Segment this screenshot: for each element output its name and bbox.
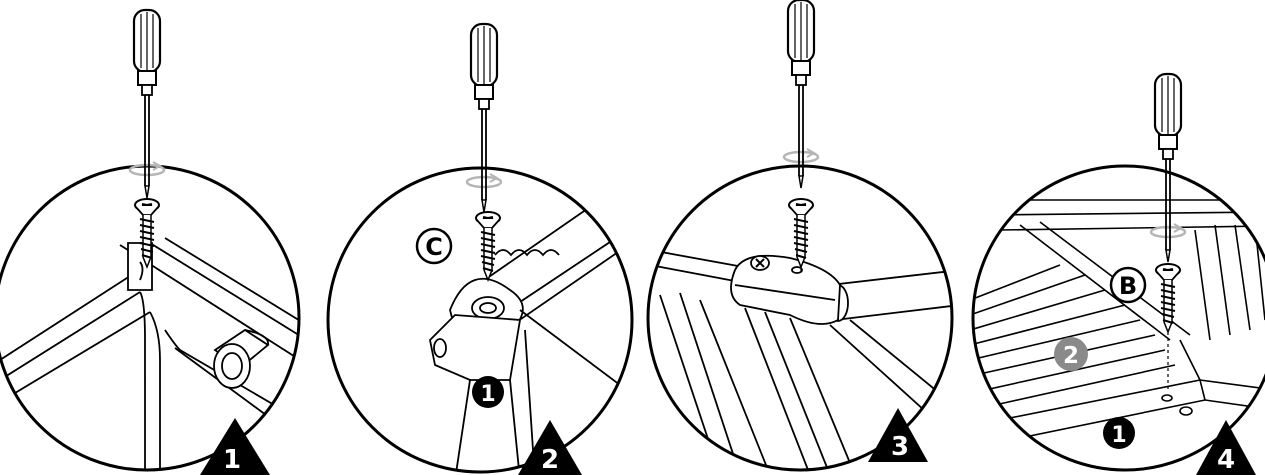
svg-text:1: 1 [1111, 423, 1126, 448]
hinge-bracket-detail [429, 199, 632, 472]
step-4-number: 4 [1217, 445, 1235, 475]
rail-joint-detail [649, 249, 952, 470]
screwdriver-icon [786, 0, 816, 190]
step-2-number: 2 [541, 445, 559, 475]
svg-text:1: 1 [480, 382, 495, 407]
svg-text:B: B [1119, 272, 1137, 300]
step-3-number: 3 [891, 432, 909, 462]
step-3-badge: 3 [868, 408, 928, 462]
part-number-1-badge: 1 [472, 376, 504, 408]
step-4-panel: B 2 1 4 [971, 72, 1265, 475]
slatted-seat-detail [973, 199, 1265, 441]
step-2-badge: 2 [518, 420, 582, 475]
step-3-panel: 3 [646, 0, 954, 472]
step-4-badge: 4 [1196, 420, 1256, 475]
svg-text:C: C [425, 233, 443, 261]
part-number-2-badge: 2 [1054, 337, 1088, 371]
part-label-b: B [1109, 266, 1147, 304]
step-1-panel: 1 [0, 8, 301, 475]
step-2-panel: C 1 2 [326, 22, 634, 475]
svg-text:2: 2 [1063, 343, 1079, 369]
part-number-1-badge: 1 [1103, 417, 1135, 449]
step-1-badge: 1 [200, 418, 270, 475]
part-label-c: C [415, 227, 453, 265]
step-1-number: 1 [223, 445, 241, 475]
